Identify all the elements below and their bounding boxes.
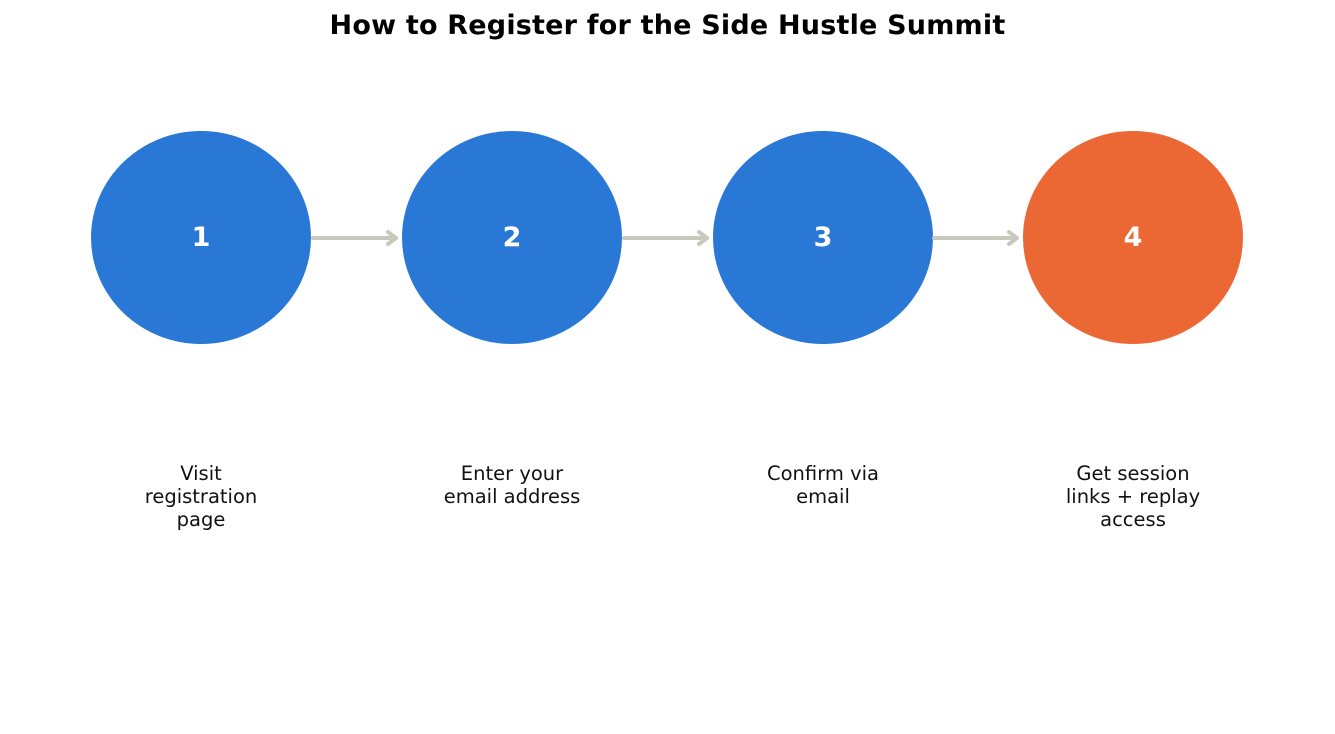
step-4-label: Get session links + replay access: [1065, 462, 1201, 531]
arrow-3-to-4: [932, 230, 1019, 246]
step-4-number: 4: [1123, 222, 1143, 253]
arrow-1-to-2: [311, 230, 398, 246]
step-2-label: Enter your email address: [443, 462, 581, 508]
step-3-number: 3: [813, 222, 833, 253]
step-1-label: Visit registration page: [144, 462, 258, 531]
step-1-number: 1: [191, 222, 211, 253]
step-1-circle: 1: [91, 131, 311, 344]
step-2-circle: 2: [402, 131, 622, 344]
diagram-title: How to Register for the Side Hustle Summ…: [329, 10, 1006, 41]
step-4-circle: 4: [1023, 131, 1243, 344]
step-2-number: 2: [502, 222, 522, 253]
arrow-2-to-3: [622, 230, 709, 246]
step-3-circle: 3: [713, 131, 933, 344]
step-3-label: Confirm via email: [767, 462, 879, 508]
